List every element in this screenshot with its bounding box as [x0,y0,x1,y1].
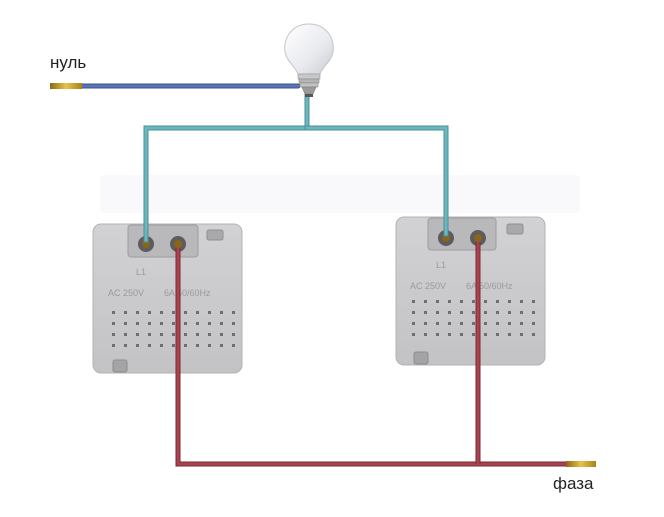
switch-left: L1 AC 250V 6A 50/60Hz [92,223,243,374]
terminal-block-right [427,217,497,251]
switched-wire [143,93,449,243]
switch-right-marking-voltage: AC 250V [410,281,446,291]
neutral-wire-tip [50,83,82,89]
switch-left-marking-voltage: AC 250V [108,288,144,298]
phase-label: фаза [553,474,594,493]
switch-left-marking-terminal: L1 [136,267,146,277]
switch-right-marking-terminal: L1 [436,260,446,270]
phase-wire [175,242,596,467]
terminal-block-left [127,224,199,258]
switch-right: L1 AC 250V 6A 50/60Hz [395,216,546,366]
vent-grid-right [407,298,539,344]
phase-wire-tip [566,461,596,467]
neutral-label: нуль [50,53,87,72]
neutral-wire [50,83,301,89]
vent-grid-left [104,306,236,352]
light-bulb-icon [284,23,334,97]
switch-left-marking-current: 6A 50/60Hz [164,288,211,298]
background-watermark [100,175,580,213]
switch-right-marking-current: 6A 50/60Hz [466,281,513,291]
